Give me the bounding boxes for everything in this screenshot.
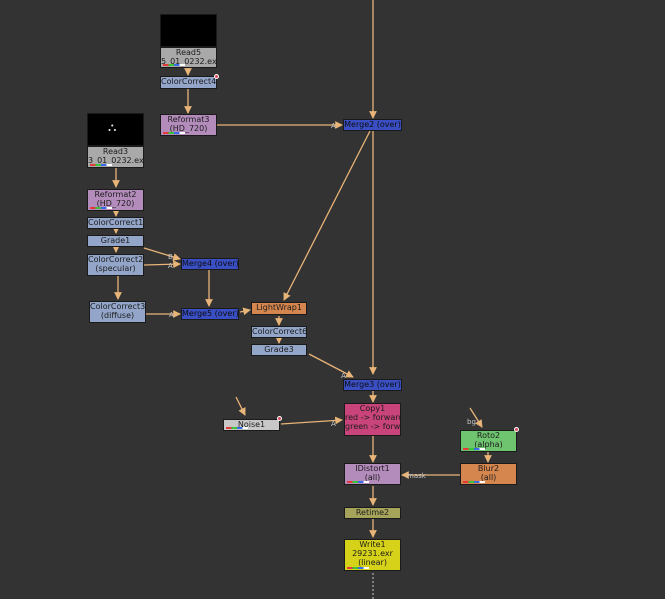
merge5-a-label: A xyxy=(169,311,174,319)
merge2-title: Merge2 (over) xyxy=(344,120,401,129)
channel-indicator xyxy=(463,481,485,483)
channel-indicator xyxy=(347,567,369,569)
colorcorrect4-node[interactable]: ColorCorrect4 xyxy=(160,76,217,89)
merge3-title: Merge3 (over) xyxy=(344,380,401,389)
read3-node[interactable]: Read3 3_01_0232.exr xyxy=(87,146,144,168)
channel-indicator xyxy=(226,427,248,429)
merge2-node[interactable]: Merge2 (over) xyxy=(343,119,402,131)
merge3-node[interactable]: Merge3 (over) xyxy=(343,379,402,391)
merge4-a-label: A xyxy=(168,262,173,270)
grade3-title: Grade3 xyxy=(264,345,294,354)
read3-thumbnail-icon: ⛬ xyxy=(108,120,117,134)
grade3-node[interactable]: Grade3 xyxy=(251,344,307,356)
colorcorrect2-node[interactable]: ColorCorrect2 (specular) xyxy=(87,254,144,276)
channel-indicator xyxy=(90,207,112,209)
blur2-node[interactable]: Blur2 (all) xyxy=(460,463,517,485)
colorcorrect4-title: ColorCorrect4 xyxy=(161,77,217,86)
merge4-node[interactable]: Merge4 (over) xyxy=(181,258,239,270)
roto2-bg-label: bg xyxy=(467,418,476,426)
read5-node[interactable]: Read5 5_01_0232.exr xyxy=(160,47,217,68)
merge5-title: Merge5 (over) xyxy=(182,309,239,318)
colorcorrect6-node[interactable]: ColorCorrect6 xyxy=(251,326,307,338)
colorcorrect6-title: ColorCorrect6 xyxy=(252,327,307,336)
read3-file: 3_01_0232.exr xyxy=(88,156,144,165)
colorcorrect3-subtitle: (diffuse) xyxy=(100,311,135,320)
read5-thumbnail xyxy=(160,14,217,47)
lightwrap1-node[interactable]: LightWrap1 xyxy=(251,302,307,315)
merge3-a-label: A xyxy=(341,372,346,380)
write1-title: Write1 xyxy=(359,540,386,549)
reformat3-format: (HD_720) xyxy=(169,124,208,133)
noise1-title: Noise1 xyxy=(237,420,266,429)
colorcorrect1-title: ColorCorrect1 xyxy=(88,218,144,227)
colorcorrect2-title: ColorCorrect2 xyxy=(88,255,144,264)
channel-indicator xyxy=(463,448,485,450)
blur2-subtitle: (all) xyxy=(480,473,497,482)
idistort1-title: IDistort1 xyxy=(355,464,390,473)
reformat2-format: (HD_720) xyxy=(96,199,135,208)
copy1-node[interactable]: Copy1 red -> forward.u green -> forward.… xyxy=(344,403,401,436)
channel-indicator xyxy=(90,164,112,166)
idistort1-subtitle: (all) xyxy=(364,473,381,482)
lightwrap1-title: LightWrap1 xyxy=(256,303,302,312)
copy1-channel-1: red -> forward.u xyxy=(345,413,400,422)
roto2-title: Roto2 xyxy=(476,431,501,440)
copy1-title: Copy1 xyxy=(359,404,386,413)
reformat3-node[interactable]: Reformat3 (HD_720) xyxy=(160,114,217,136)
retime2-title: Retime2 xyxy=(355,508,390,517)
reformat2-node[interactable]: Reformat2 (HD_720) xyxy=(87,189,144,211)
write1-node[interactable]: Write1 29231.exr (linear) xyxy=(344,539,401,571)
read5-title: Read5 xyxy=(175,48,202,57)
merge4-b-label: B xyxy=(168,253,173,261)
roto2-node[interactable]: Roto2 (alpha) xyxy=(460,430,517,452)
read3-title: Read3 xyxy=(102,147,129,156)
write1-file: 29231.exr xyxy=(352,549,393,558)
colorcorrect1-node[interactable]: ColorCorrect1 xyxy=(87,217,144,229)
read3-thumbnail xyxy=(87,113,144,146)
reformat3-title: Reformat3 xyxy=(167,115,210,124)
retime2-node[interactable]: Retime2 xyxy=(344,507,401,519)
mask-input-dot[interactable] xyxy=(514,427,519,432)
grade1-node[interactable]: Grade1 xyxy=(87,235,144,247)
copy1-channel-2: green -> forward.v) xyxy=(345,422,401,431)
channel-indicator xyxy=(347,481,369,483)
colorcorrect3-node[interactable]: ColorCorrect3 (diffuse) xyxy=(89,301,146,323)
idistort1-mask-label: mask xyxy=(407,472,426,480)
channel-indicator xyxy=(163,132,185,134)
blur2-title: Blur2 xyxy=(477,464,500,473)
mask-input-dot[interactable] xyxy=(277,416,282,421)
mask-input-dot[interactable] xyxy=(214,74,219,79)
write1-colorspace: (linear) xyxy=(358,558,387,567)
channel-indicator xyxy=(163,64,185,66)
merge4-title: Merge4 (over) xyxy=(182,259,239,268)
noise1-node[interactable]: Noise1 xyxy=(223,419,280,431)
reformat2-title: Reformat2 xyxy=(94,190,137,199)
roto2-subtitle: (alpha) xyxy=(474,440,503,449)
grade1-title: Grade1 xyxy=(100,236,131,245)
colorcorrect2-subtitle: (specular) xyxy=(95,264,136,273)
copy1-a-label: A xyxy=(331,420,336,428)
colorcorrect3-title: ColorCorrect3 xyxy=(90,302,146,311)
idistort1-node[interactable]: IDistort1 (all) xyxy=(344,463,401,485)
merge5-node[interactable]: Merge5 (over) xyxy=(181,308,239,320)
read5-file: 5_01_0232.exr xyxy=(161,57,217,66)
merge2-a-label: A xyxy=(331,122,336,130)
